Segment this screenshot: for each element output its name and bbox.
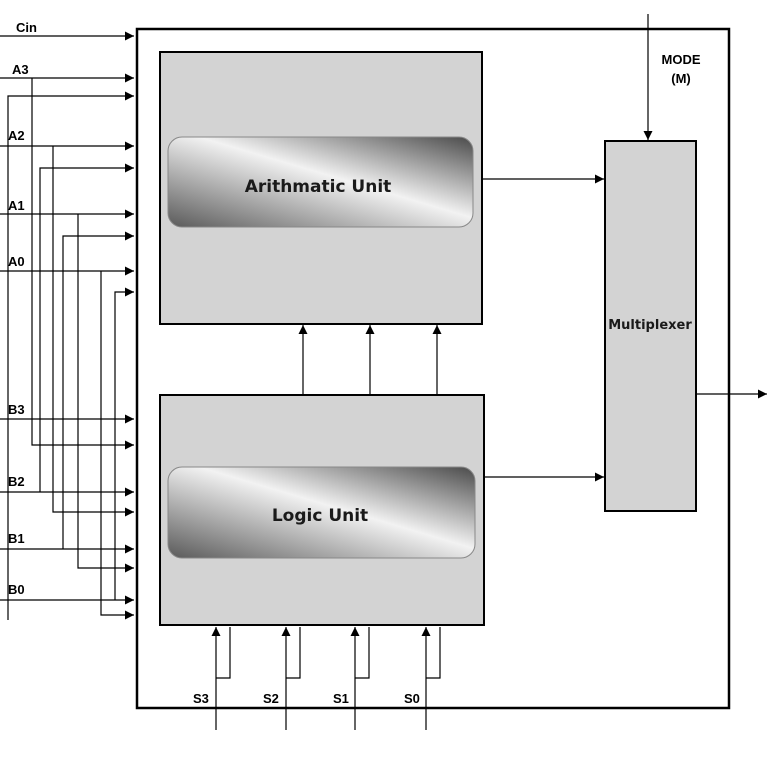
b1-label: B1 (8, 531, 25, 546)
a2-label: A2 (8, 128, 25, 143)
b3-label: B3 (8, 402, 25, 417)
select-wiring (211, 627, 441, 730)
multiplexer-block: Multiplexer (604, 140, 697, 512)
arithmetic-unit-label: Arithmatic Unit (245, 177, 392, 197)
arithmetic-unit-block: Arithmatic Unit (159, 51, 483, 325)
input-wiring (0, 31, 134, 620)
a1-label: A1 (8, 198, 25, 213)
arithmetic-unit-inner-panel (167, 136, 474, 228)
s3-label: S3 (193, 691, 209, 706)
b2-label: B2 (8, 474, 25, 489)
s2-label: S2 (263, 691, 279, 706)
mode-m-label: (M) (671, 71, 691, 86)
a0-label: A0 (8, 254, 25, 269)
s0-label: S0 (404, 691, 420, 706)
logic-unit-label: Logic Unit (272, 506, 368, 526)
mode-label: MODE (662, 52, 701, 67)
s1-label: S1 (333, 691, 349, 706)
multiplexer-label: Multiplexer (608, 318, 692, 333)
logic-unit-inner-panel (167, 466, 476, 559)
b0-label: B0 (8, 582, 25, 597)
logic-unit-block: Logic Unit (159, 394, 485, 626)
a3-label: A3 (12, 62, 29, 77)
cin-label: Cin (16, 20, 37, 35)
